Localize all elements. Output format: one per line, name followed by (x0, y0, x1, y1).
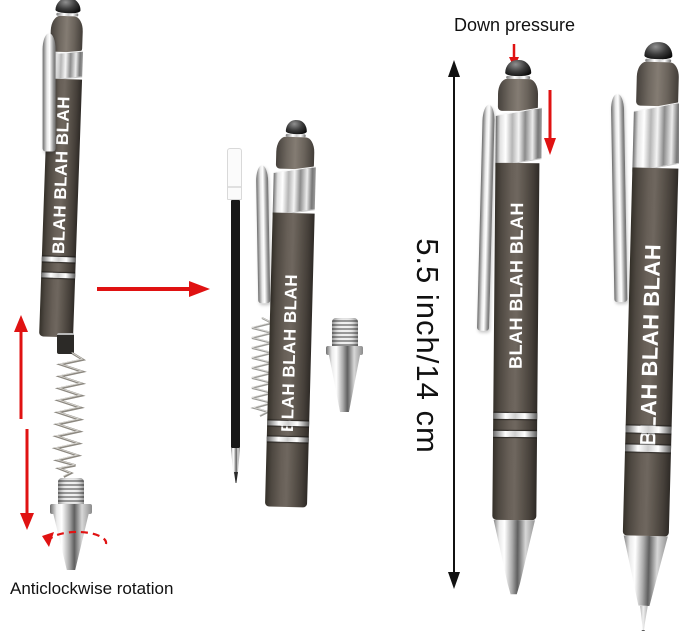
pen-imprint-text: BLAH BLAH BLAH (277, 273, 302, 433)
pen-barrel: BLAH BLAH BLAH (492, 162, 540, 521)
chrome-ring (493, 430, 538, 438)
chrome-band (495, 107, 542, 167)
spring-coil (250, 317, 276, 417)
pen-grip (497, 78, 539, 112)
pen-clip (255, 165, 271, 304)
stylus-tip (505, 59, 532, 77)
refill-ball-point (234, 472, 238, 483)
ballpoint-writing-tip (637, 606, 650, 630)
chrome-band (272, 166, 316, 216)
anticlockwise-dashed-arrow-icon (42, 530, 108, 547)
chrome-ring (493, 412, 538, 420)
pen-clip (476, 104, 495, 331)
chrome-ring (267, 420, 310, 427)
stylus-tip (285, 119, 307, 135)
refill-cap-line (228, 186, 241, 188)
measure-double-arrow-icon (448, 60, 460, 589)
cone-threads (58, 478, 84, 504)
metal-cone-tip (328, 355, 361, 412)
pen-grip (636, 61, 679, 107)
ink-refill (231, 200, 240, 448)
down-pressure-label: Down pressure (454, 15, 576, 35)
pen-retracted: BLAH BLAH BLAH (476, 59, 542, 595)
cone-threads (332, 318, 358, 346)
metal-cone-tip (492, 520, 537, 595)
pen-imprint-text: BLAH BLAH BLAH (635, 243, 666, 447)
stylus-tip (644, 41, 673, 60)
length-measurement-label: 5.5 inch/14 cm (410, 238, 445, 454)
refill-connector (57, 333, 74, 354)
chrome-ring (266, 436, 309, 443)
cone-flange (326, 346, 363, 355)
pen-imprint-text: BLAH BLAH BLAH (505, 201, 528, 370)
pen-extended: BLAH BLAH BLAH (610, 41, 679, 631)
chrome-ring (624, 444, 672, 453)
red-long-down-arrow-icon (544, 90, 556, 155)
stylus-tip (54, 0, 81, 14)
pen-barrel: BLAH BLAH BLAH (264, 212, 315, 508)
cone-flange (50, 504, 92, 514)
pen-clip (42, 33, 56, 152)
anticlockwise-rotation-label: Anticlockwise rotation (10, 579, 174, 598)
red-right-arrow-icon (97, 281, 210, 297)
pen-barrel: BLAH BLAH BLAH (622, 167, 679, 537)
refill-metal-tip (231, 448, 240, 474)
metal-cone-tip (621, 535, 669, 606)
pen-exploded: BLAH BLAH BLAH (39, 0, 85, 338)
pen-grip (275, 136, 315, 170)
chrome-band (632, 101, 679, 173)
red-up-arrow-icon (14, 315, 28, 419)
red-down-arrow-icon (20, 429, 34, 530)
pen-clip (610, 94, 628, 303)
chrome-ring (625, 425, 672, 434)
spring-coil (51, 352, 87, 478)
refill-plastic-cap (227, 148, 242, 200)
pen-barrel-assembly: BLAH BLAH BLAH (255, 119, 317, 511)
